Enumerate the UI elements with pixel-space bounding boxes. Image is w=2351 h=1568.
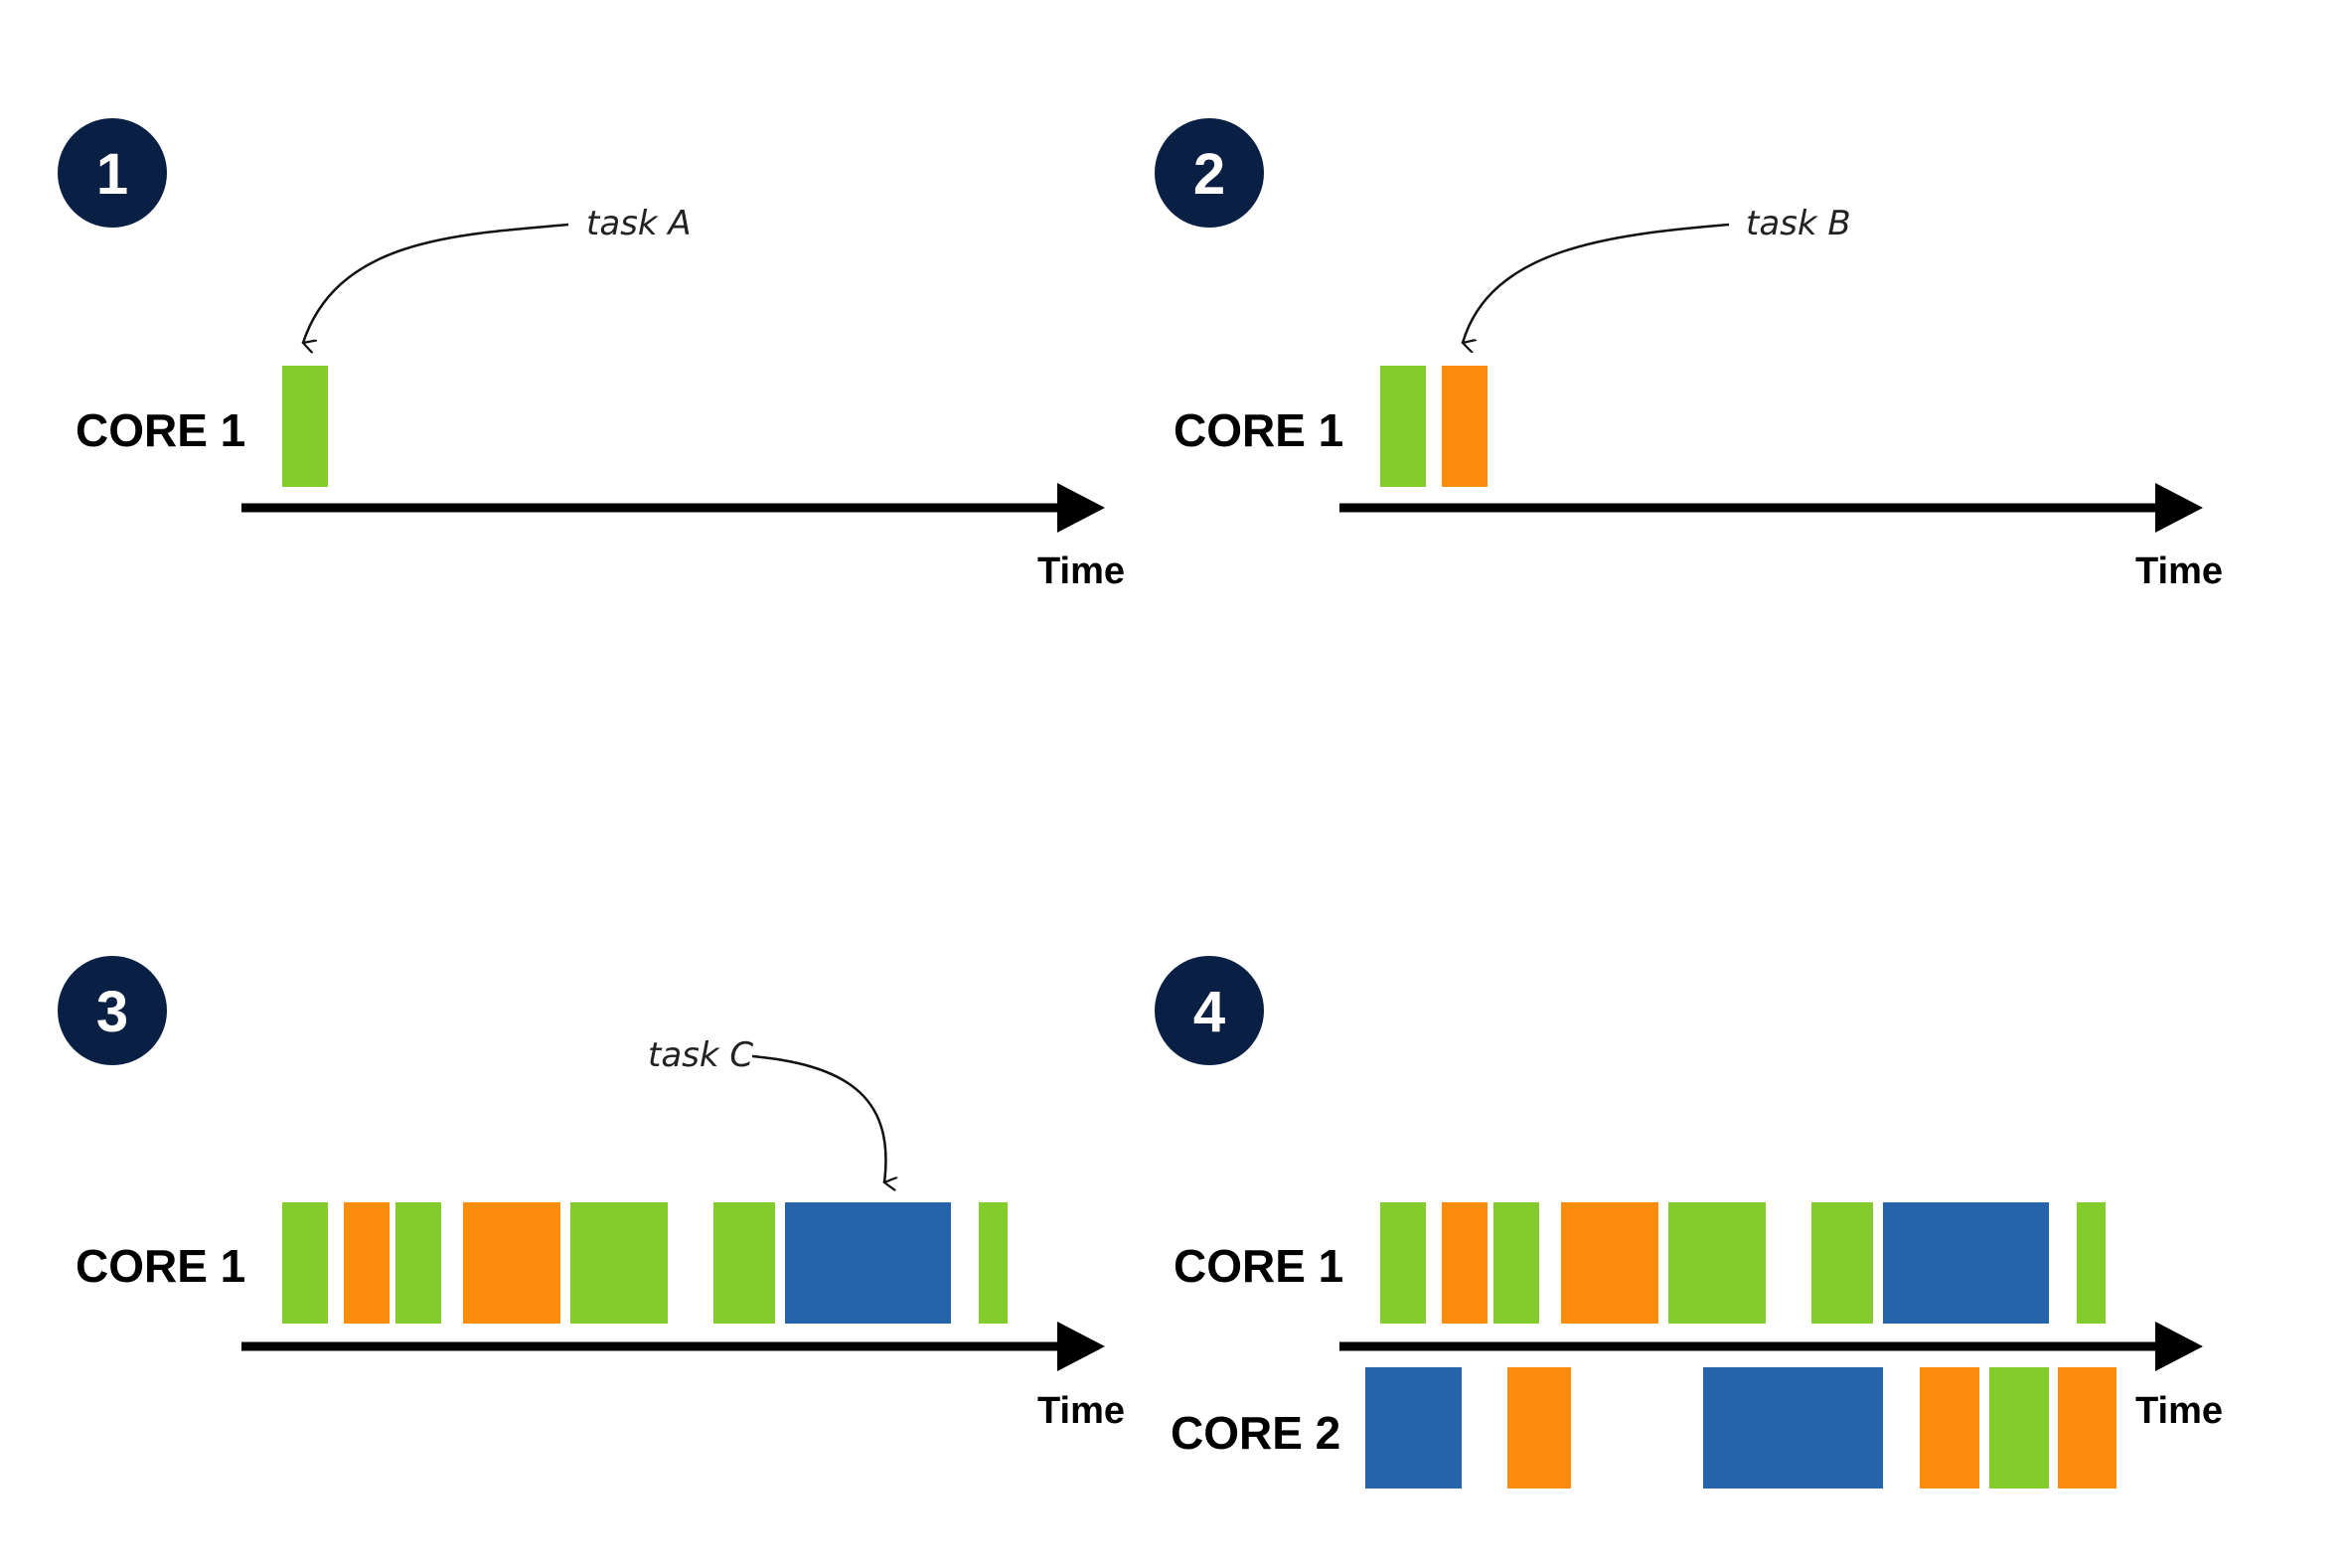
task-block-a (1380, 1202, 1426, 1324)
time-label-1: Time (1037, 550, 1125, 592)
panel-1: 1 CORE 1 Time task A (58, 118, 1125, 592)
time-arrow-head-1 (1057, 483, 1105, 533)
annotation-task-c: task C (648, 1035, 753, 1075)
step-number-2: 2 (1193, 142, 1225, 207)
time-label-2: Time (2135, 550, 2223, 592)
task-block-a (713, 1202, 775, 1324)
step-badge-2 (1155, 118, 1264, 228)
task-block-a (570, 1202, 668, 1324)
core-label-1: CORE 1 (76, 404, 245, 456)
step-number-3: 3 (96, 980, 128, 1044)
task-block-a (282, 1202, 328, 1324)
task-block-a (1493, 1202, 1539, 1324)
step-badge-3 (58, 956, 167, 1065)
core-label-2: CORE 1 (1174, 404, 1343, 456)
task-block-a (282, 366, 328, 487)
task-block-c (1703, 1367, 1883, 1489)
task-block-a (1380, 366, 1426, 487)
task-block-c (785, 1202, 951, 1324)
step-badge-4 (1155, 956, 1264, 1065)
task-block-a (2077, 1202, 2106, 1324)
task-block-b (2058, 1367, 2116, 1489)
task-block-b (1561, 1202, 1658, 1324)
time-arrow-head-4 (2155, 1322, 2203, 1371)
step-number-4: 4 (1193, 980, 1225, 1044)
step-badge-1 (58, 118, 167, 228)
task-block-c (1365, 1367, 1462, 1489)
annotation-task-a: task A (586, 204, 692, 243)
task-block-b (1507, 1367, 1571, 1489)
task-block-b (1920, 1367, 1979, 1489)
core-label-3: CORE 1 (76, 1240, 245, 1292)
panel-4: 4 CORE 1 CORE 2 Time (1155, 956, 2223, 1489)
task-block-b (1442, 1202, 1488, 1324)
task-block-b (463, 1202, 560, 1324)
task-block-a (979, 1202, 1008, 1324)
core-label-4-core1: CORE 1 (1174, 1240, 1343, 1292)
task-block-a (395, 1202, 441, 1324)
time-label-3: Time (1037, 1390, 1125, 1432)
task-block-c (1883, 1202, 2049, 1324)
core-label-4-core2: CORE 2 (1171, 1407, 1340, 1459)
time-arrow-head-3 (1057, 1322, 1105, 1371)
panel-2: 2 CORE 1 Time task B (1155, 118, 2223, 592)
task-block-a (1989, 1367, 2049, 1489)
time-arrow-head-2 (2155, 483, 2203, 533)
task-block-b (344, 1202, 390, 1324)
task-block-a (1811, 1202, 1873, 1324)
time-label-4: Time (2135, 1390, 2223, 1432)
annotation-arrow-2 (1463, 223, 1730, 343)
annotation-task-b: task B (1746, 204, 1851, 243)
step-number-1: 1 (96, 142, 128, 207)
panel-3: 3 CORE 1 Time task C (58, 956, 1125, 1432)
annotation-arrow-1 (303, 223, 569, 343)
task-block-a (1668, 1202, 1766, 1324)
annotation-arrow-3 (751, 1054, 885, 1182)
task-block-b (1442, 366, 1488, 487)
